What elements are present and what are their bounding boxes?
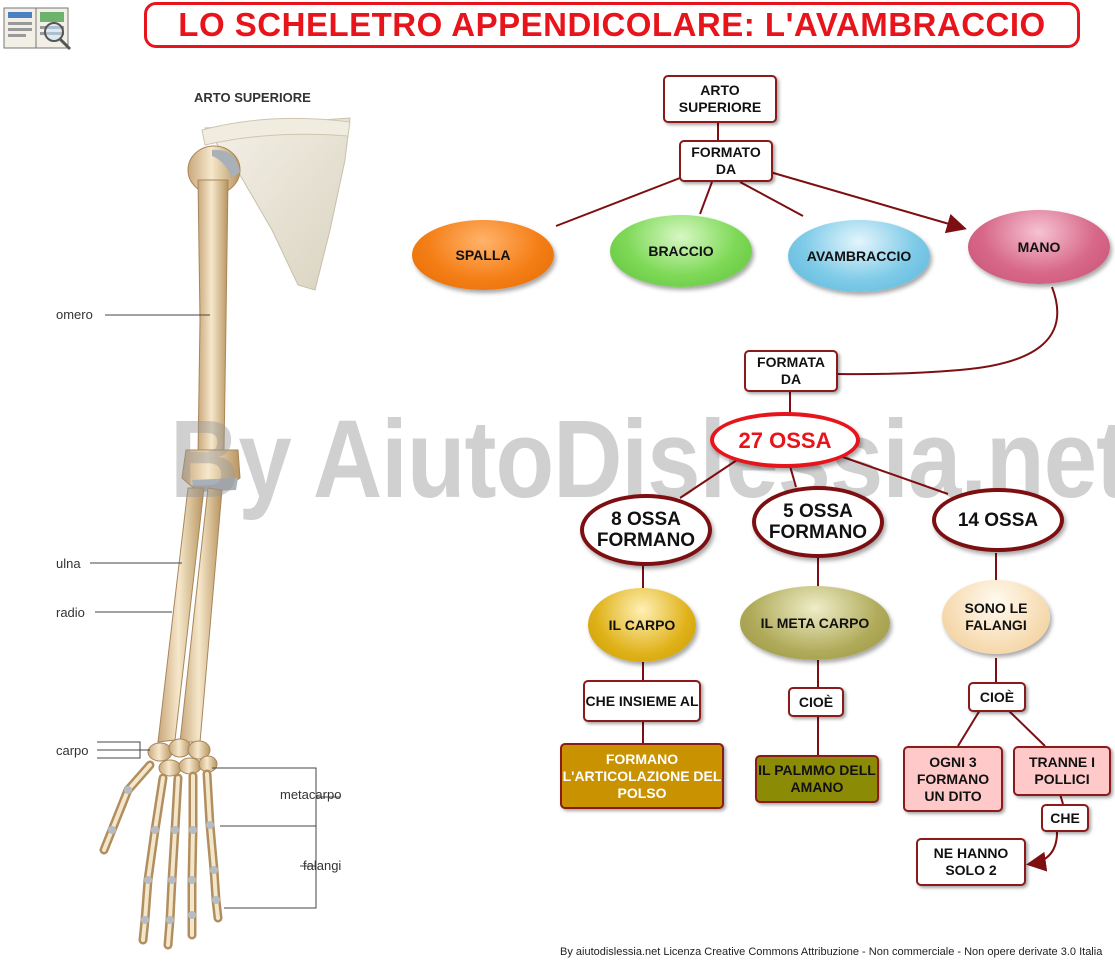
- label-falangi: falangi: [303, 858, 342, 873]
- node-8-ossa: 8 OSSA FORMANO: [580, 494, 712, 566]
- node-arto-superiore: ARTO SUPERIORE: [663, 75, 777, 123]
- node-spalla: SPALLA: [412, 220, 554, 290]
- anatomy-heading: ARTO SUPERIORE: [194, 90, 311, 105]
- node-cioe-2: CIOÈ: [968, 682, 1026, 712]
- node-che-insieme-al: CHE INSIEME AL: [583, 680, 701, 722]
- node-che: CHE: [1041, 804, 1089, 832]
- label-ulna: ulna: [56, 556, 81, 571]
- node-braccio: BRACCIO: [610, 215, 752, 287]
- label-omero: omero: [56, 307, 93, 322]
- node-avambraccio: AVAMBRACCIO: [788, 220, 930, 292]
- node-formata-da: FORMATA DA: [744, 350, 838, 392]
- node-tranne-i-pollici: TRANNE I POLLICI: [1013, 746, 1111, 796]
- node-ne-hanno-solo-2: NE HANNO SOLO 2: [916, 838, 1026, 886]
- license-footer: By aiutodislessia.net Licenza Creative C…: [560, 946, 1103, 958]
- node-formato-da: FORMATO DA: [679, 140, 773, 182]
- node-il-carpo: IL CARPO: [588, 588, 696, 662]
- node-palmo-mano: IL PALMMO DELL AMANO: [755, 755, 879, 803]
- book-icon: [2, 2, 74, 54]
- label-metacarpo: metacarpo: [280, 787, 342, 802]
- node-ogni-3: OGNI 3 FORMANO UN DITO: [903, 746, 1003, 812]
- node-il-meta-carpo: IL META CARPO: [740, 586, 890, 660]
- node-articolazione-polso: FORMANO L'ARTICOLAZIONE DEL POLSO: [560, 743, 724, 809]
- page-title: LO SCHELETRO APPENDICOLARE: L'AVAMBRACCI…: [144, 2, 1080, 48]
- arm-skeleton-illustration: [90, 117, 351, 950]
- node-5-ossa: 5 OSSA FORMANO: [752, 486, 884, 558]
- label-radio: radio: [56, 605, 85, 620]
- node-14-ossa: 14 OSSA: [932, 488, 1064, 552]
- label-carpo: carpo: [56, 743, 89, 758]
- node-sono-le-falangi: SONO LE FALANGI: [942, 580, 1050, 654]
- node-27-ossa: 27 OSSA: [710, 412, 860, 468]
- node-mano: MANO: [968, 210, 1110, 284]
- node-cioe-1: CIOÈ: [788, 687, 844, 717]
